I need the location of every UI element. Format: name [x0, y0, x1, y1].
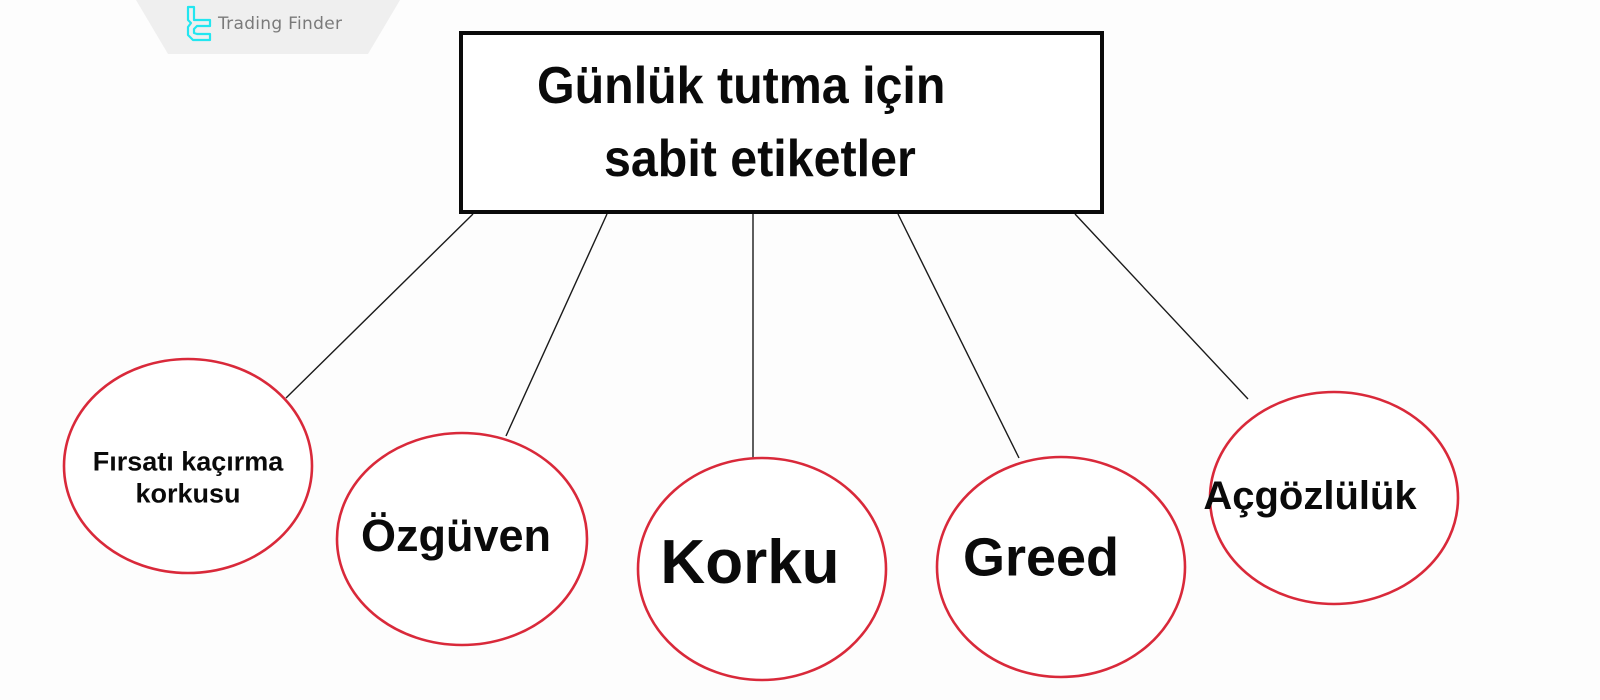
- node-label-greed-tr: Açgözlülük: [1203, 474, 1417, 518]
- node-label-greed: Greed: [962, 527, 1120, 588]
- connector-lines: [285, 213, 1249, 459]
- node-ellipse-greed: [935, 455, 1187, 679]
- connector-fomo: [285, 213, 474, 399]
- node-ellipse-fear: [636, 456, 888, 682]
- node-ellipse-fomo: [62, 357, 314, 575]
- title-line-2: sabit etiketler: [604, 130, 916, 188]
- connector-greed-tr: [1074, 213, 1249, 400]
- connector-greed: [897, 213, 1020, 459]
- connector-confidence: [505, 213, 608, 437]
- node-label-fomo-line1: Fırsatı kaçırma: [92, 446, 284, 477]
- node-label-fomo: Fırsatı kaçırma korkusu: [93, 446, 284, 511]
- title-box: Günlük tutma için sabit etiketler: [459, 31, 1104, 214]
- node-ellipses: [62, 357, 1460, 682]
- node-ellipse-confidence: [335, 431, 589, 647]
- node-label-fear: Korku: [660, 527, 840, 597]
- node-label-confidence: Özgüven: [360, 510, 552, 561]
- node-label-fomo-line2: korkusu: [135, 479, 241, 509]
- node-ellipse-greed-tr: [1208, 390, 1460, 606]
- trading-finder-logo-icon: [186, 5, 212, 42]
- brand-name: Trading Finder: [218, 14, 343, 34]
- title-line-1: Günlük tutma için: [537, 57, 946, 115]
